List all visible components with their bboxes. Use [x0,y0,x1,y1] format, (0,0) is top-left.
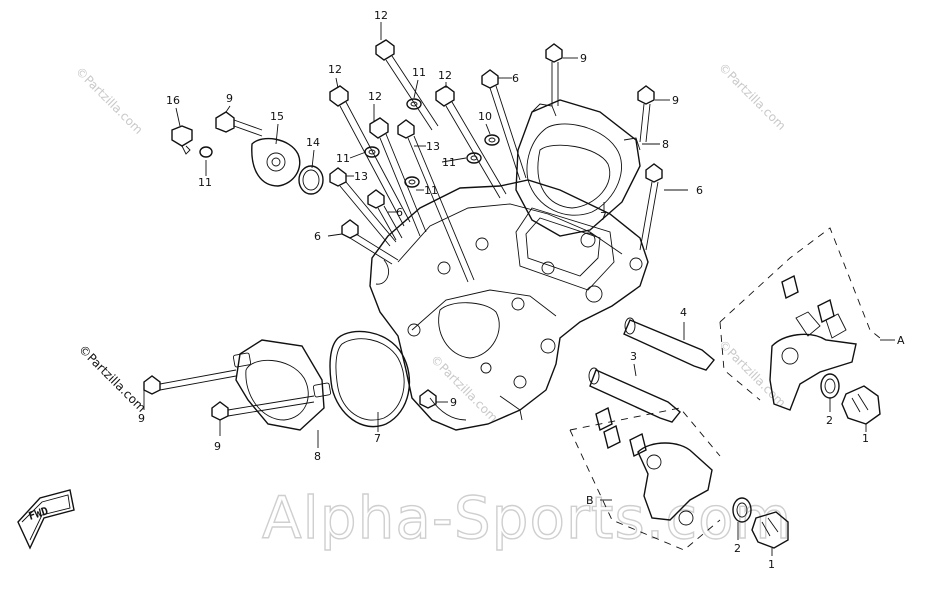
callout-12-top: 12 [374,9,388,22]
callout-3: 3 [630,350,637,363]
callout-7-top: 7 [600,210,607,223]
callout-b: B [586,494,594,507]
callout-6-top: 6 [512,72,519,85]
watermark-partzilla-r: ©Partzilla.com [716,337,789,410]
rocker-arm-b [569,406,789,551]
callout-16: 16 [166,94,180,107]
watermark-alpha-sports: Alpha-Sports.com [262,484,792,552]
callout-9-left-b: 9 [214,440,221,453]
watermark-partzilla-tl: ©Partzilla.com [73,64,146,137]
cylinder-head [369,179,649,431]
callout-11-left: 11 [198,176,212,189]
callout-4: 4 [680,306,687,319]
callout-a: A [897,334,905,347]
callout-13-left: 13 [354,170,368,183]
washer-group-11 [364,98,500,188]
callout-11-top: 11 [412,66,426,79]
callout-6-left: 6 [314,230,321,243]
left-cover-assembly [232,330,411,431]
rocker-arm-a [719,227,881,425]
callout-11-a: 11 [336,152,350,165]
callout-9-center: 9 [450,396,457,409]
callout-14: 14 [306,136,320,149]
watermark-partzilla-tr: ©Partzilla.com [716,60,789,133]
fwd-label: FWD [27,504,50,523]
callout-12-mid: 12 [438,69,452,82]
callout-12-left: 12 [328,63,342,76]
callout-1-b: 1 [768,558,775,571]
callout-11-c: 11 [424,184,438,197]
leader-lines [143,22,895,556]
upper-cover-assembly [515,99,641,237]
bolt-group-6-9 [143,43,663,421]
watermark-partzilla-left: ©Partzilla.com [76,342,149,415]
callout-10: 10 [478,110,492,123]
rocker-shafts [588,317,715,423]
tensioner-assembly [171,111,324,195]
callout-12-inner: 12 [368,90,382,103]
callout-11-b: 11 [442,156,456,169]
callout-9-tensioner: 9 [226,92,233,105]
callout-8-right: 8 [662,138,669,151]
callout-2-a: 2 [826,414,833,427]
callout-2-b: 2 [734,542,741,555]
fwd-arrow: FWD [17,489,75,550]
callout-1-a: 1 [862,432,869,445]
callout-6-right: 6 [696,184,703,197]
callout-6-mid: 6 [396,206,403,219]
callout-7-left: 7 [374,432,381,445]
callout-8-left: 8 [314,450,321,463]
callout-9-top: 9 [580,52,587,65]
callout-9-right: 9 [672,94,679,107]
callout-9-left-a: 9 [138,412,145,425]
callout-labels: 12 9 12 11 12 6 9 16 9 15 12 10 8 14 11 … [138,9,905,571]
watermark-partzilla-c: ©Partzilla.com [428,352,501,425]
callout-13-top: 13 [426,140,440,153]
callout-15: 15 [270,110,284,123]
